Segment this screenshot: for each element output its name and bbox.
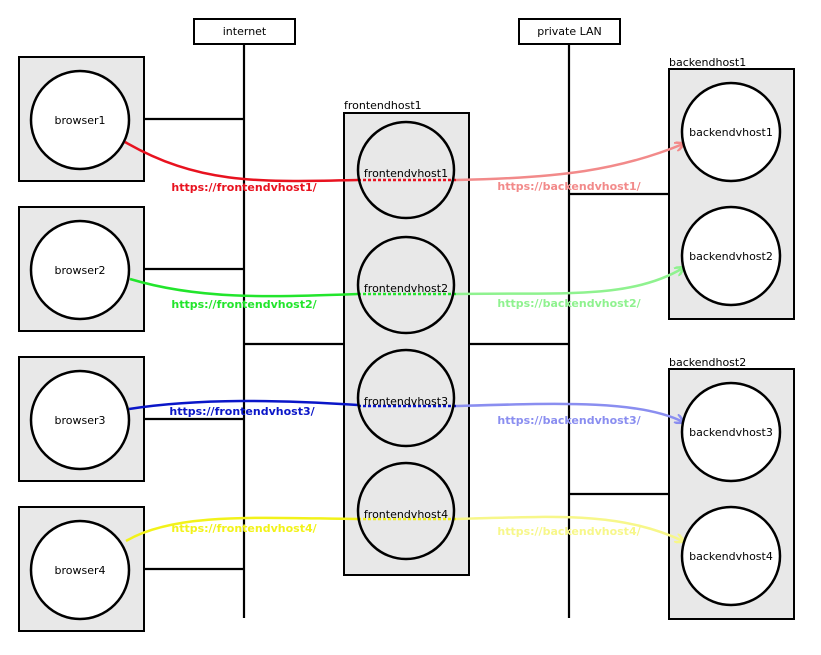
frontend-url-label: https://frontendvhost3/ [169, 405, 315, 418]
backend-url-label: https://backendvhost4/ [497, 525, 641, 538]
browser-circle [29, 219, 131, 321]
backend-vhost-label: backendvhost4 [689, 550, 773, 563]
backend-vhost-circle [680, 505, 782, 607]
browser-label: browser3 [54, 414, 105, 427]
browser-node: browser4 [18, 506, 145, 632]
browser-node: browser1 [18, 56, 145, 182]
frontend-vhost-circle [356, 461, 456, 561]
connection-frontend-backend1 [455, 144, 683, 182]
frontend-vhost-label: frontendvhost2 [364, 282, 448, 295]
browser-circle [29, 69, 131, 171]
frontend-url-label: https://frontendvhost4/ [171, 522, 317, 535]
frontend-host-label: frontendhost1 [344, 99, 422, 112]
browser-label: browser2 [54, 264, 105, 277]
browser-circle [29, 519, 131, 621]
browser-node: browser3 [18, 356, 145, 482]
backend-url-label: https://backendvhost1/ [497, 180, 641, 193]
private-lan-bus-label: private LAN [537, 25, 602, 38]
internet-bus-label: internet [223, 25, 267, 38]
backend-vhost-label: backendvhost3 [689, 426, 773, 439]
connection-frontend-backend3 [455, 402, 683, 422]
frontend-vhost-circle [356, 120, 456, 220]
frontend-url-label: https://frontendvhost2/ [171, 298, 317, 311]
connection-browser3-frontend [128, 399, 359, 411]
connection-browser1-frontend [124, 140, 359, 183]
frontend-vhost-label: frontendvhost4 [364, 508, 448, 521]
browser-node: browser2 [18, 206, 145, 332]
frontend-vhost-circle [356, 235, 456, 335]
browser-label: browser4 [54, 564, 105, 577]
backend-vhost-circle [680, 381, 782, 483]
browser-circle [29, 369, 131, 471]
backend-vhost-circle [680, 81, 782, 183]
frontend-host-box [343, 112, 470, 576]
browser-label: browser1 [54, 114, 105, 127]
backend-host-label: backendhost1 [669, 56, 746, 69]
connection-frontend-backend2 [455, 268, 683, 296]
frontend-url-label: https://frontendvhost1/ [171, 181, 317, 194]
backend-vhost-label: backendvhost2 [689, 250, 773, 263]
connection-frontend-backend4 [455, 515, 683, 541]
connection-browser2-frontend [129, 277, 359, 298]
frontend-vhost-label: frontendvhost3 [364, 395, 448, 408]
backend-vhost-label: backendvhost1 [689, 126, 773, 139]
backend-vhost-circle [680, 205, 782, 307]
frontend-vhost-circle [356, 348, 456, 448]
backend-url-label: https://backendvhost2/ [497, 297, 641, 310]
frontend-vhost-label: frontendvhost1 [364, 167, 448, 180]
backend-url-label: https://backendvhost3/ [497, 414, 641, 427]
backend-host-label: backendhost2 [669, 356, 746, 369]
connection-browser4-frontend [125, 516, 359, 543]
